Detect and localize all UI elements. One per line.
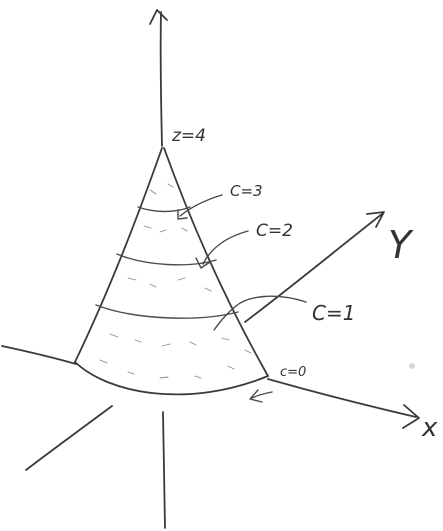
c3-leader [179,194,223,217]
cone-right-edge [163,147,269,377]
cone-shading [99,183,252,379]
level-label-c1: C=1 [312,301,355,325]
level-label-c2: C=2 [256,221,293,241]
label-c1-group: C=1 [213,295,355,331]
cone-base [74,361,269,396]
y-axis: Y [25,211,414,471]
label-c2-group: C=2 [195,221,293,269]
cone [74,147,269,396]
x-axis: x [1,345,438,443]
c1-leader [213,295,307,331]
cone-left-edge [74,147,163,363]
level-label-c3: C=3 [230,182,263,200]
apex-label: z=4 [171,126,206,146]
level-curve-c1 [95,304,239,319]
label-c3-group: C=3 [177,182,263,220]
paper-smudge [409,363,415,369]
level-curve-c2 [116,253,217,266]
y-axis-label: Y [388,223,414,267]
x-axis-label: x [421,413,438,443]
level-label-c0: c=0 [280,365,306,380]
c0-leader [251,391,273,399]
level-curve-c3 [137,206,191,213]
z-axis [149,9,168,529]
label-c0-group: c=0 [249,365,306,403]
c2-leader [202,230,249,265]
